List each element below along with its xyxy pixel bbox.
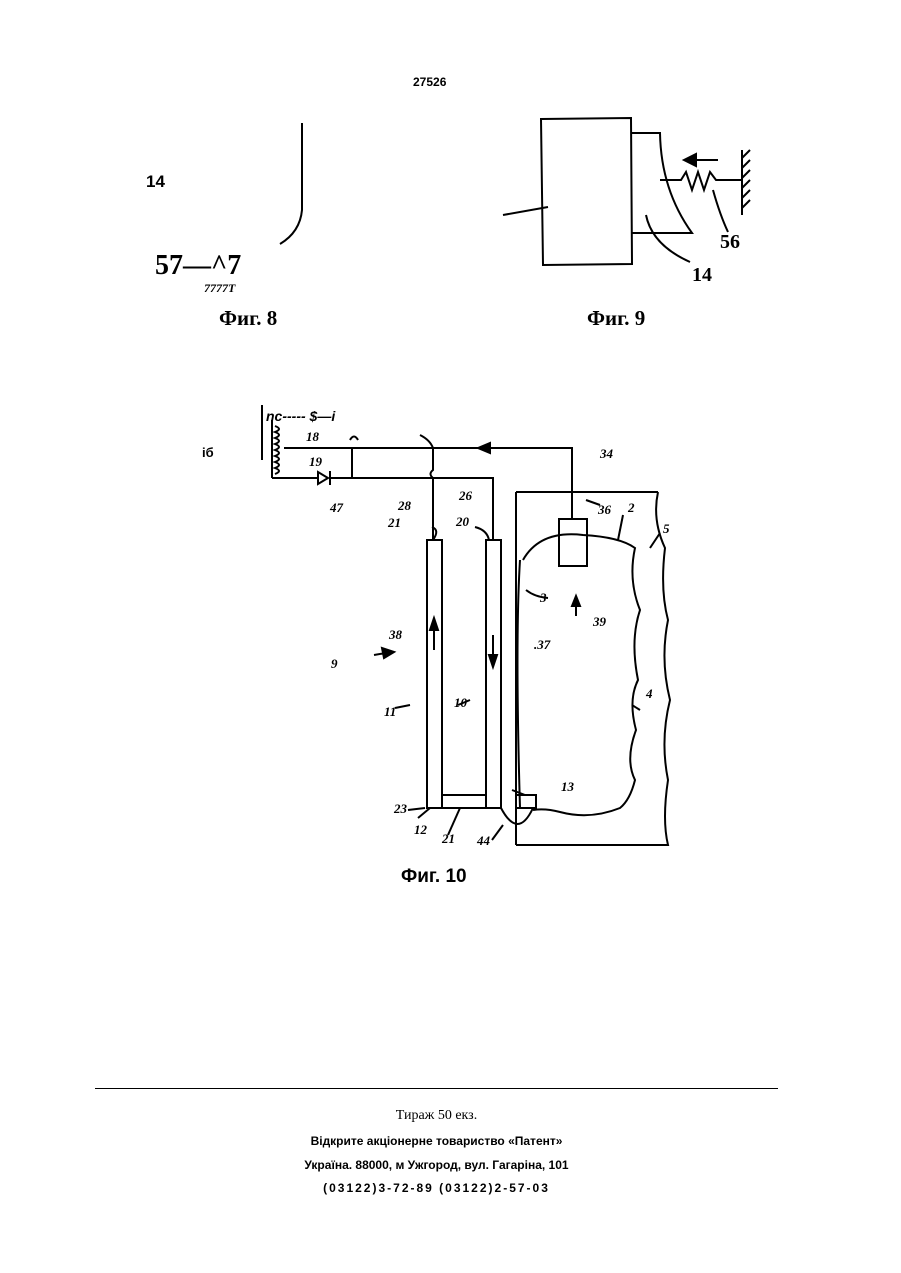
label-23: 23 [394,802,407,815]
label-26: 26 [459,489,472,502]
label-19: 19 [309,455,322,468]
label-44: 44 [477,834,490,847]
footer-divider [95,1088,778,1089]
label-12: 12 [414,823,427,836]
label-47: 47 [330,501,343,514]
label-37: .37 [534,638,550,651]
label-11: 11 [384,705,396,718]
label-21-bottom: 21 [442,832,455,845]
footer-publisher: Відкрите акціонерне товариство «Патент» [95,1134,778,1148]
label-13: 13 [561,780,574,793]
label-38: 38 [389,628,402,641]
footer-phones: (03122)3-72-89 (03122)2-57-03 [95,1181,778,1195]
label-5: 5 [663,522,670,535]
label-2: 2 [628,501,635,514]
label-18: 18 [306,430,319,443]
label-20: 20 [456,515,469,528]
fig10-header-text: nc----- $—i [266,409,335,423]
fig10-side-label: іб [202,445,214,460]
label-9: 9 [331,657,338,670]
label-36: 36 [598,503,611,516]
label-28: 28 [398,499,411,512]
label-21-top: 21 [388,516,401,529]
label-39: 39 [593,615,606,628]
footer-address: Україна. 88000, м Ужгород, вул. Гагаріна… [95,1158,778,1172]
label-4: 4 [646,687,653,700]
label-3: 3 [540,591,547,604]
footer-print-run: Тираж 50 екз. [95,1108,778,1124]
fig10-caption: Фиг. 10 [401,866,467,888]
label-10: 10 [454,696,467,709]
label-34: 34 [600,447,613,460]
